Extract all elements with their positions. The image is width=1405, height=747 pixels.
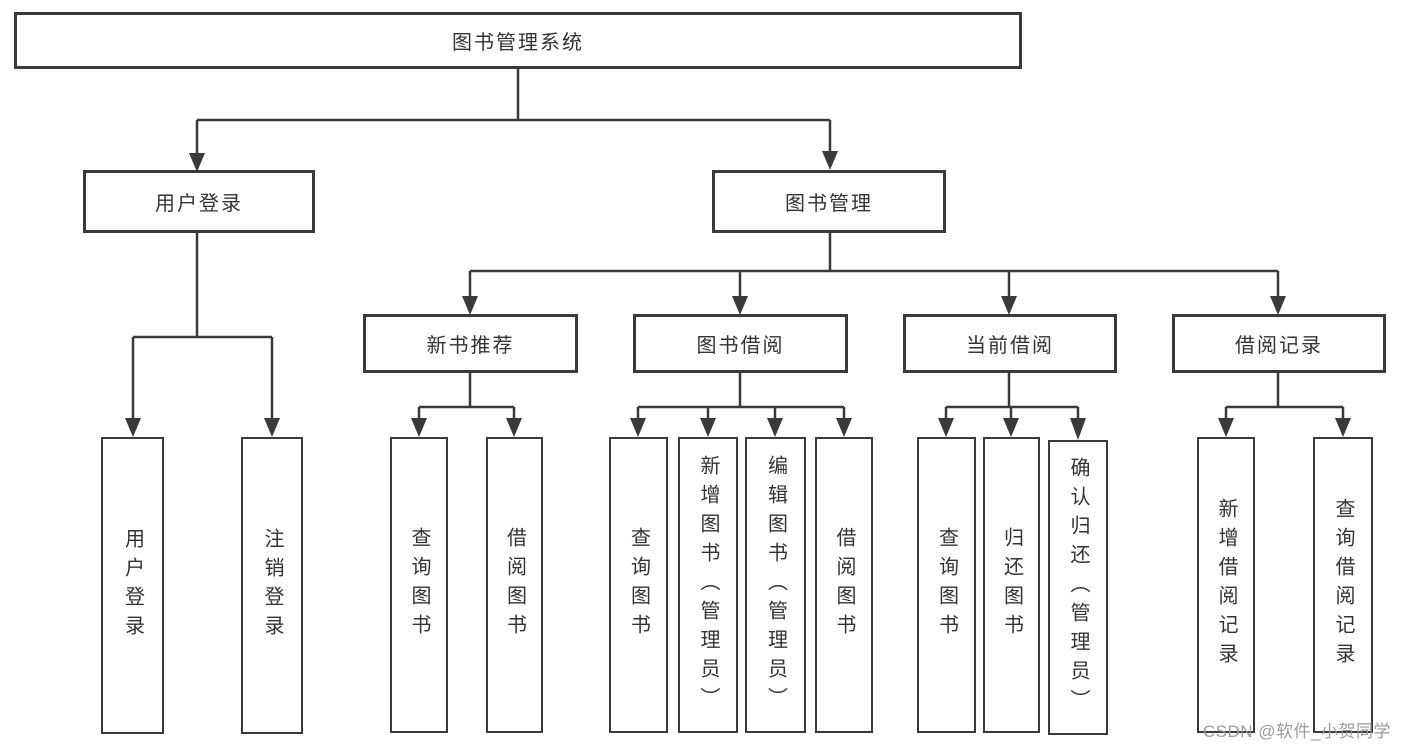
leaf-label: 查询图书 [935,527,958,643]
leaf-return-books: 归还图书 [983,437,1040,733]
leaf-query-books-1: 查询图书 [390,437,448,733]
node-book-borrowing: 图书借阅 [633,314,848,373]
leaf-add-borrow-record: 新增借阅记录 [1197,437,1255,733]
leaf-label: 用户登录 [121,527,144,644]
leaf-label: 查询图书 [408,527,430,643]
csdn-watermark: CSDN @软件_小贺同学 [1202,722,1391,741]
leaf-borrow-books-2: 借阅图书 [815,437,873,733]
leaf-label: 新增图书（管理员） [697,454,719,716]
leaf-label: 注销登录 [261,527,283,644]
leaf-label: 确认归还（管理员） [1067,457,1089,718]
leaf-label: 借阅图书 [503,527,526,643]
leaf-label: 借阅图书 [833,527,855,643]
leaf-label: 新增借阅记录 [1215,498,1237,672]
leaf-query-borrow-record: 查询借阅记录 [1313,437,1373,733]
leaf-label: 归还图书 [1000,527,1023,643]
leaf-logout: 注销登录 [241,437,303,734]
node-user-login: 用户登录 [83,170,315,233]
leaf-query-books-3: 查询图书 [917,437,976,733]
leaf-label: 查询图书 [627,527,650,643]
node-borrowing-records: 借阅记录 [1172,314,1386,373]
leaf-edit-books-admin: 编辑图书（管理员） [745,437,806,733]
leaf-label: 编辑图书（管理员） [764,454,787,716]
node-current-borrowing: 当前借阅 [903,314,1117,373]
leaf-query-books-2: 查询图书 [609,437,668,733]
leaf-label: 查询借阅记录 [1332,498,1354,672]
leaf-user-login: 用户登录 [101,437,164,734]
node-library-management-system: 图书管理系统 [14,12,1022,69]
leaf-borrow-books-1: 借阅图书 [486,437,543,733]
leaf-confirm-return-admin: 确认归还（管理员） [1048,440,1108,735]
node-book-management: 图书管理 [712,170,946,233]
leaf-add-books-admin: 新增图书（管理员） [678,437,738,733]
node-new-book-recommendation: 新书推荐 [363,314,578,373]
